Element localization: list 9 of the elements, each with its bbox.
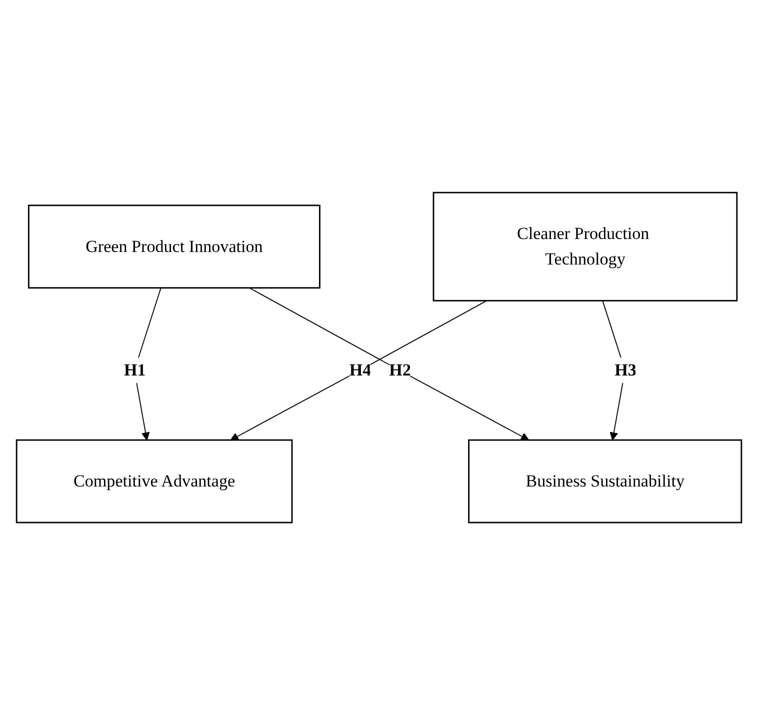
node-box: Cleaner Production Technology (432, 192, 738, 302)
arrow (230, 300, 488, 441)
node-box: Business Sustainability (468, 440, 742, 524)
edge-label: H3 (614, 360, 636, 380)
node-box: Green Product Innovation (28, 205, 320, 290)
arrow (248, 288, 530, 441)
edge-label: H2 (389, 360, 412, 380)
node-box: Competitive Advantage (16, 440, 293, 524)
edge-label: H1 (124, 360, 146, 380)
